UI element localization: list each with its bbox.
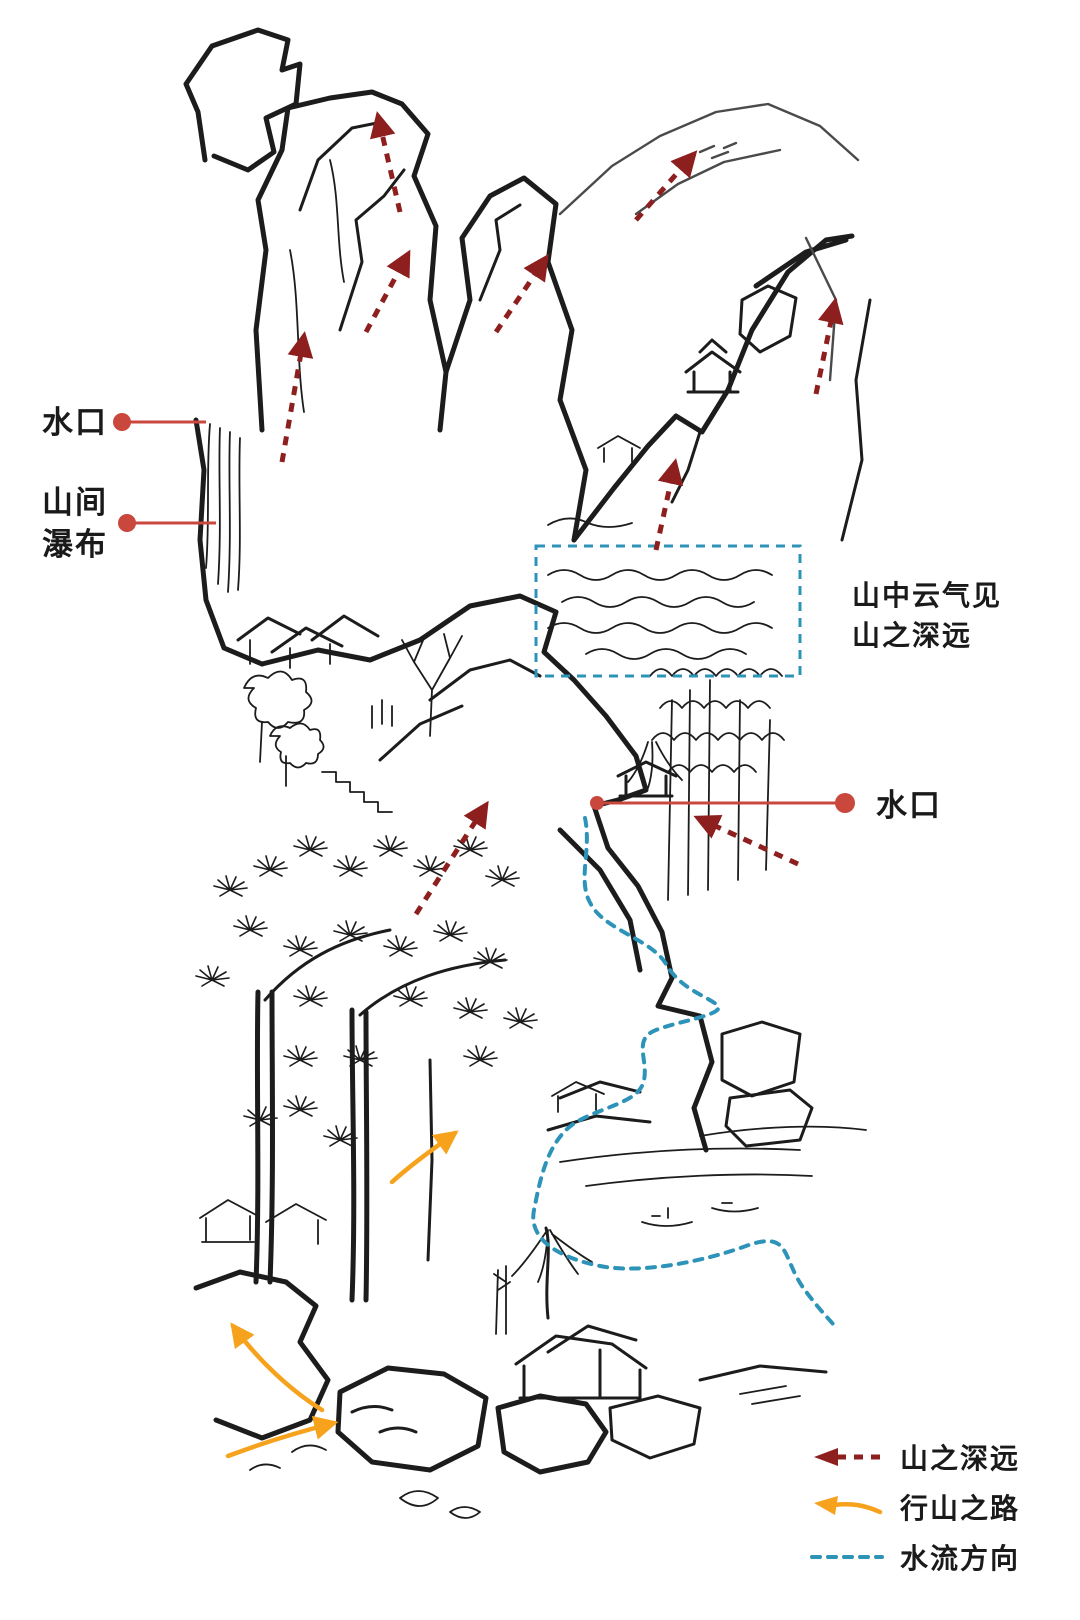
connector-dot (835, 793, 855, 813)
cloud-region-box (534, 544, 802, 678)
label-cloud-depth-note: 山中云气见 山之深远 (852, 576, 1002, 656)
depth-arrow (370, 111, 403, 213)
label-mountain-waterfall-line1: 山间 (42, 485, 108, 521)
depth-arrow (693, 814, 800, 867)
bottom-rocks (193, 1080, 702, 1519)
legend-label: 水流方向 (900, 1542, 1021, 1575)
legend-label: 山之深远 (900, 1442, 1021, 1475)
label-water-mouth-left: 水口 (42, 405, 108, 441)
depth-arrow (493, 253, 549, 334)
connector-dot (590, 796, 604, 810)
legend-item-mountain-depth: 山之深远 (806, 1436, 1076, 1478)
label-mountain-waterfall-line2: 瀑布 (42, 527, 108, 563)
mountain-depth-arrows (279, 111, 844, 916)
label-water-mouth-right: 水口 (876, 788, 942, 824)
legend-item-walking-path: 行山之路 (806, 1486, 1076, 1528)
water-flow-path (531, 816, 835, 1326)
depth-arrow (363, 249, 411, 334)
depth-arrow (813, 297, 844, 395)
dashed-red-arrow-icon (814, 1448, 880, 1466)
clouds (547, 517, 773, 660)
walking-path-arrows (225, 1130, 459, 1459)
walk-arrow (225, 1416, 339, 1459)
connector-dot (118, 514, 136, 532)
legend-label: 行山之路 (900, 1492, 1021, 1525)
depth-arrow (413, 800, 489, 916)
water-and-shore (559, 1125, 867, 1405)
temple-and-houses (199, 338, 742, 1400)
depth-arrow (634, 150, 698, 222)
mountain-outlines (183, 27, 872, 1153)
dashed-blue-line-icon (810, 1555, 884, 1559)
trees (243, 633, 785, 1335)
connector-dot (113, 413, 131, 431)
depth-arrow (279, 331, 314, 463)
depth-arrow (653, 458, 684, 551)
label-cloud-depth-line1: 山中云气见 (852, 579, 1003, 612)
label-mountain-waterfall: 山间 瀑布 (42, 482, 108, 566)
label-connectors (113, 413, 855, 813)
orange-arrow-icon (814, 1496, 883, 1515)
legend-item-water-flow: 水流方向 (806, 1536, 1076, 1578)
walk-arrow (230, 1322, 325, 1413)
label-cloud-depth-line2: 山之深远 (852, 619, 973, 652)
legend: 山之深远 行山之路 水流方向 (806, 1436, 1076, 1578)
walk-arrow (389, 1130, 459, 1185)
